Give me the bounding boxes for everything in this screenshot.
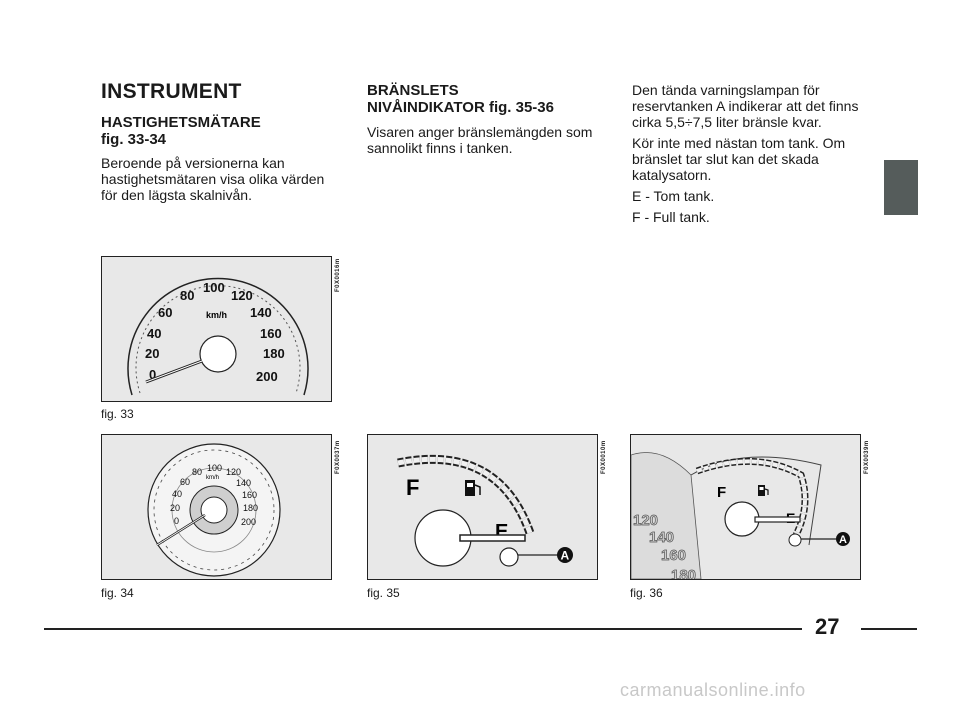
legend-full: F - Full tank. [632, 209, 710, 225]
page-number: 27 [815, 614, 840, 639]
callout-a [557, 547, 573, 563]
scale-label-100: 100 [203, 280, 225, 295]
scale-label-180: 180 [243, 503, 258, 513]
figure-caption-35: fig. 35 [367, 586, 400, 600]
full-label: F [717, 484, 726, 501]
callout-a [836, 532, 850, 546]
fuel-gauge-text: Visaren anger bränslemängden som sannoli… [367, 124, 593, 156]
scale-label-100: 100 [207, 463, 222, 473]
fuel-gauge-paragraph: Visaren anger bränslemängden som sannoli… [367, 124, 602, 161]
figure-caption-34: fig. 34 [101, 586, 134, 600]
speedometer-heading-line1: HASTIGHETSMÄTARE [101, 114, 261, 131]
scale-label-180: 180 [263, 346, 285, 361]
scale-label-20: 20 [170, 503, 180, 513]
figure-34-speedometer: 0 20 40 60 80 100 120 140 160 180 200 km… [101, 434, 332, 580]
needle [459, 534, 526, 542]
scale-label-40: 40 [172, 489, 182, 499]
unit-label: km/h [206, 475, 219, 481]
scale-label-160: 160 [661, 547, 686, 564]
footer-rule-left [44, 628, 802, 630]
figure-33-speedometer: 0 20 40 60 80 100 120 140 160 180 200 km… [101, 256, 332, 402]
speedometer-heading-line2: fig. 33-34 [101, 131, 167, 148]
scale-label-140: 140 [250, 305, 272, 320]
warning-light-paragraph: Den tända varningslampan för reservtanke… [632, 82, 859, 130]
scale-label-200: 200 [241, 517, 256, 527]
fuel-gauge-heading: BRÄNSLETS NIVÅINDIKATOR fig. 35-36 [367, 82, 554, 116]
scale-label-80: 80 [180, 288, 194, 303]
scale-label-200: 200 [256, 369, 278, 384]
figure-caption-36: fig. 36 [630, 586, 663, 600]
fuel-pump-icon [758, 485, 769, 496]
scale-label-0: 0 [174, 516, 179, 526]
figure-35-fuel-gauge: F E A [367, 434, 598, 580]
figure-code-36: F0X0039m [864, 440, 870, 474]
full-label: F [406, 475, 419, 500]
scale-label-140: 140 [649, 529, 674, 546]
section-tab-marker [884, 160, 918, 215]
reserve-warning-light [788, 533, 802, 547]
figure-caption-33: fig. 33 [101, 407, 134, 421]
speedometer-heading: HASTIGHETSMÄTARE fig. 33-34 [101, 114, 261, 148]
fuel-gauge-heading-line1: BRÄNSLETS [367, 82, 459, 99]
speedometer-paragraph: Beroende på versionerna kan hastighetsmä… [101, 155, 331, 208]
scale-label-40: 40 [147, 326, 161, 341]
needle [754, 516, 801, 523]
legend-empty: E - Tom tank. [632, 188, 715, 204]
scale-label-20: 20 [145, 346, 159, 361]
figure-code-33: F0X0016m [335, 258, 341, 292]
figure-code-35: F0X0010m [601, 440, 607, 474]
scale-label-160: 160 [260, 326, 282, 341]
callout-a-label: A [839, 534, 847, 546]
scale-label-60: 60 [158, 305, 172, 320]
needle-hub [199, 335, 237, 373]
fuel-pump-icon [465, 480, 481, 496]
scale-label-140: 140 [236, 478, 251, 488]
scale-label-120: 120 [226, 467, 241, 477]
speedometer-illustration-34: 0 20 40 60 80 100 120 140 160 180 200 km… [147, 443, 281, 577]
empty-tank-warning-paragraph: Kör inte med nästan tom tank. Om bränsle… [632, 135, 846, 183]
scale-label-80: 80 [192, 467, 202, 477]
reserve-warning-light [499, 547, 519, 567]
scale-label-120: 120 [231, 288, 253, 303]
speedometer-illustration-33: 0 20 40 60 80 100 120 140 160 180 200 km… [127, 277, 309, 396]
callout-a-label: A [561, 549, 570, 563]
speedometer-text: Beroende på versionerna kan hastighetsmä… [101, 155, 325, 203]
figure-code-34: F0X0037m [335, 440, 341, 474]
cluster-illustration-36: 120 140 160 180 F E A [631, 452, 850, 579]
page-title: INSTRUMENT [101, 80, 242, 103]
unit-label: km/h [206, 310, 227, 320]
needle-hub [724, 501, 760, 537]
watermark: carmanualsonline.info [620, 680, 806, 700]
footer-rule-right [861, 628, 917, 630]
figure-36-instrument-cluster: 120 140 160 180 F E A [630, 434, 861, 580]
warning-light-text-block: Den tända varningslampan för reservtanke… [632, 82, 867, 230]
scale-label-60: 60 [180, 477, 190, 487]
fuel-gauge-illustration-35: F E A [397, 454, 573, 567]
scale-label-160: 160 [242, 490, 257, 500]
scale-label-120: 120 [633, 512, 658, 529]
fuel-gauge-heading-line2: NIVÅINDIKATOR fig. 35-36 [367, 99, 554, 116]
scale-label-0: 0 [149, 367, 156, 382]
scale-label-180: 180 [671, 567, 696, 579]
